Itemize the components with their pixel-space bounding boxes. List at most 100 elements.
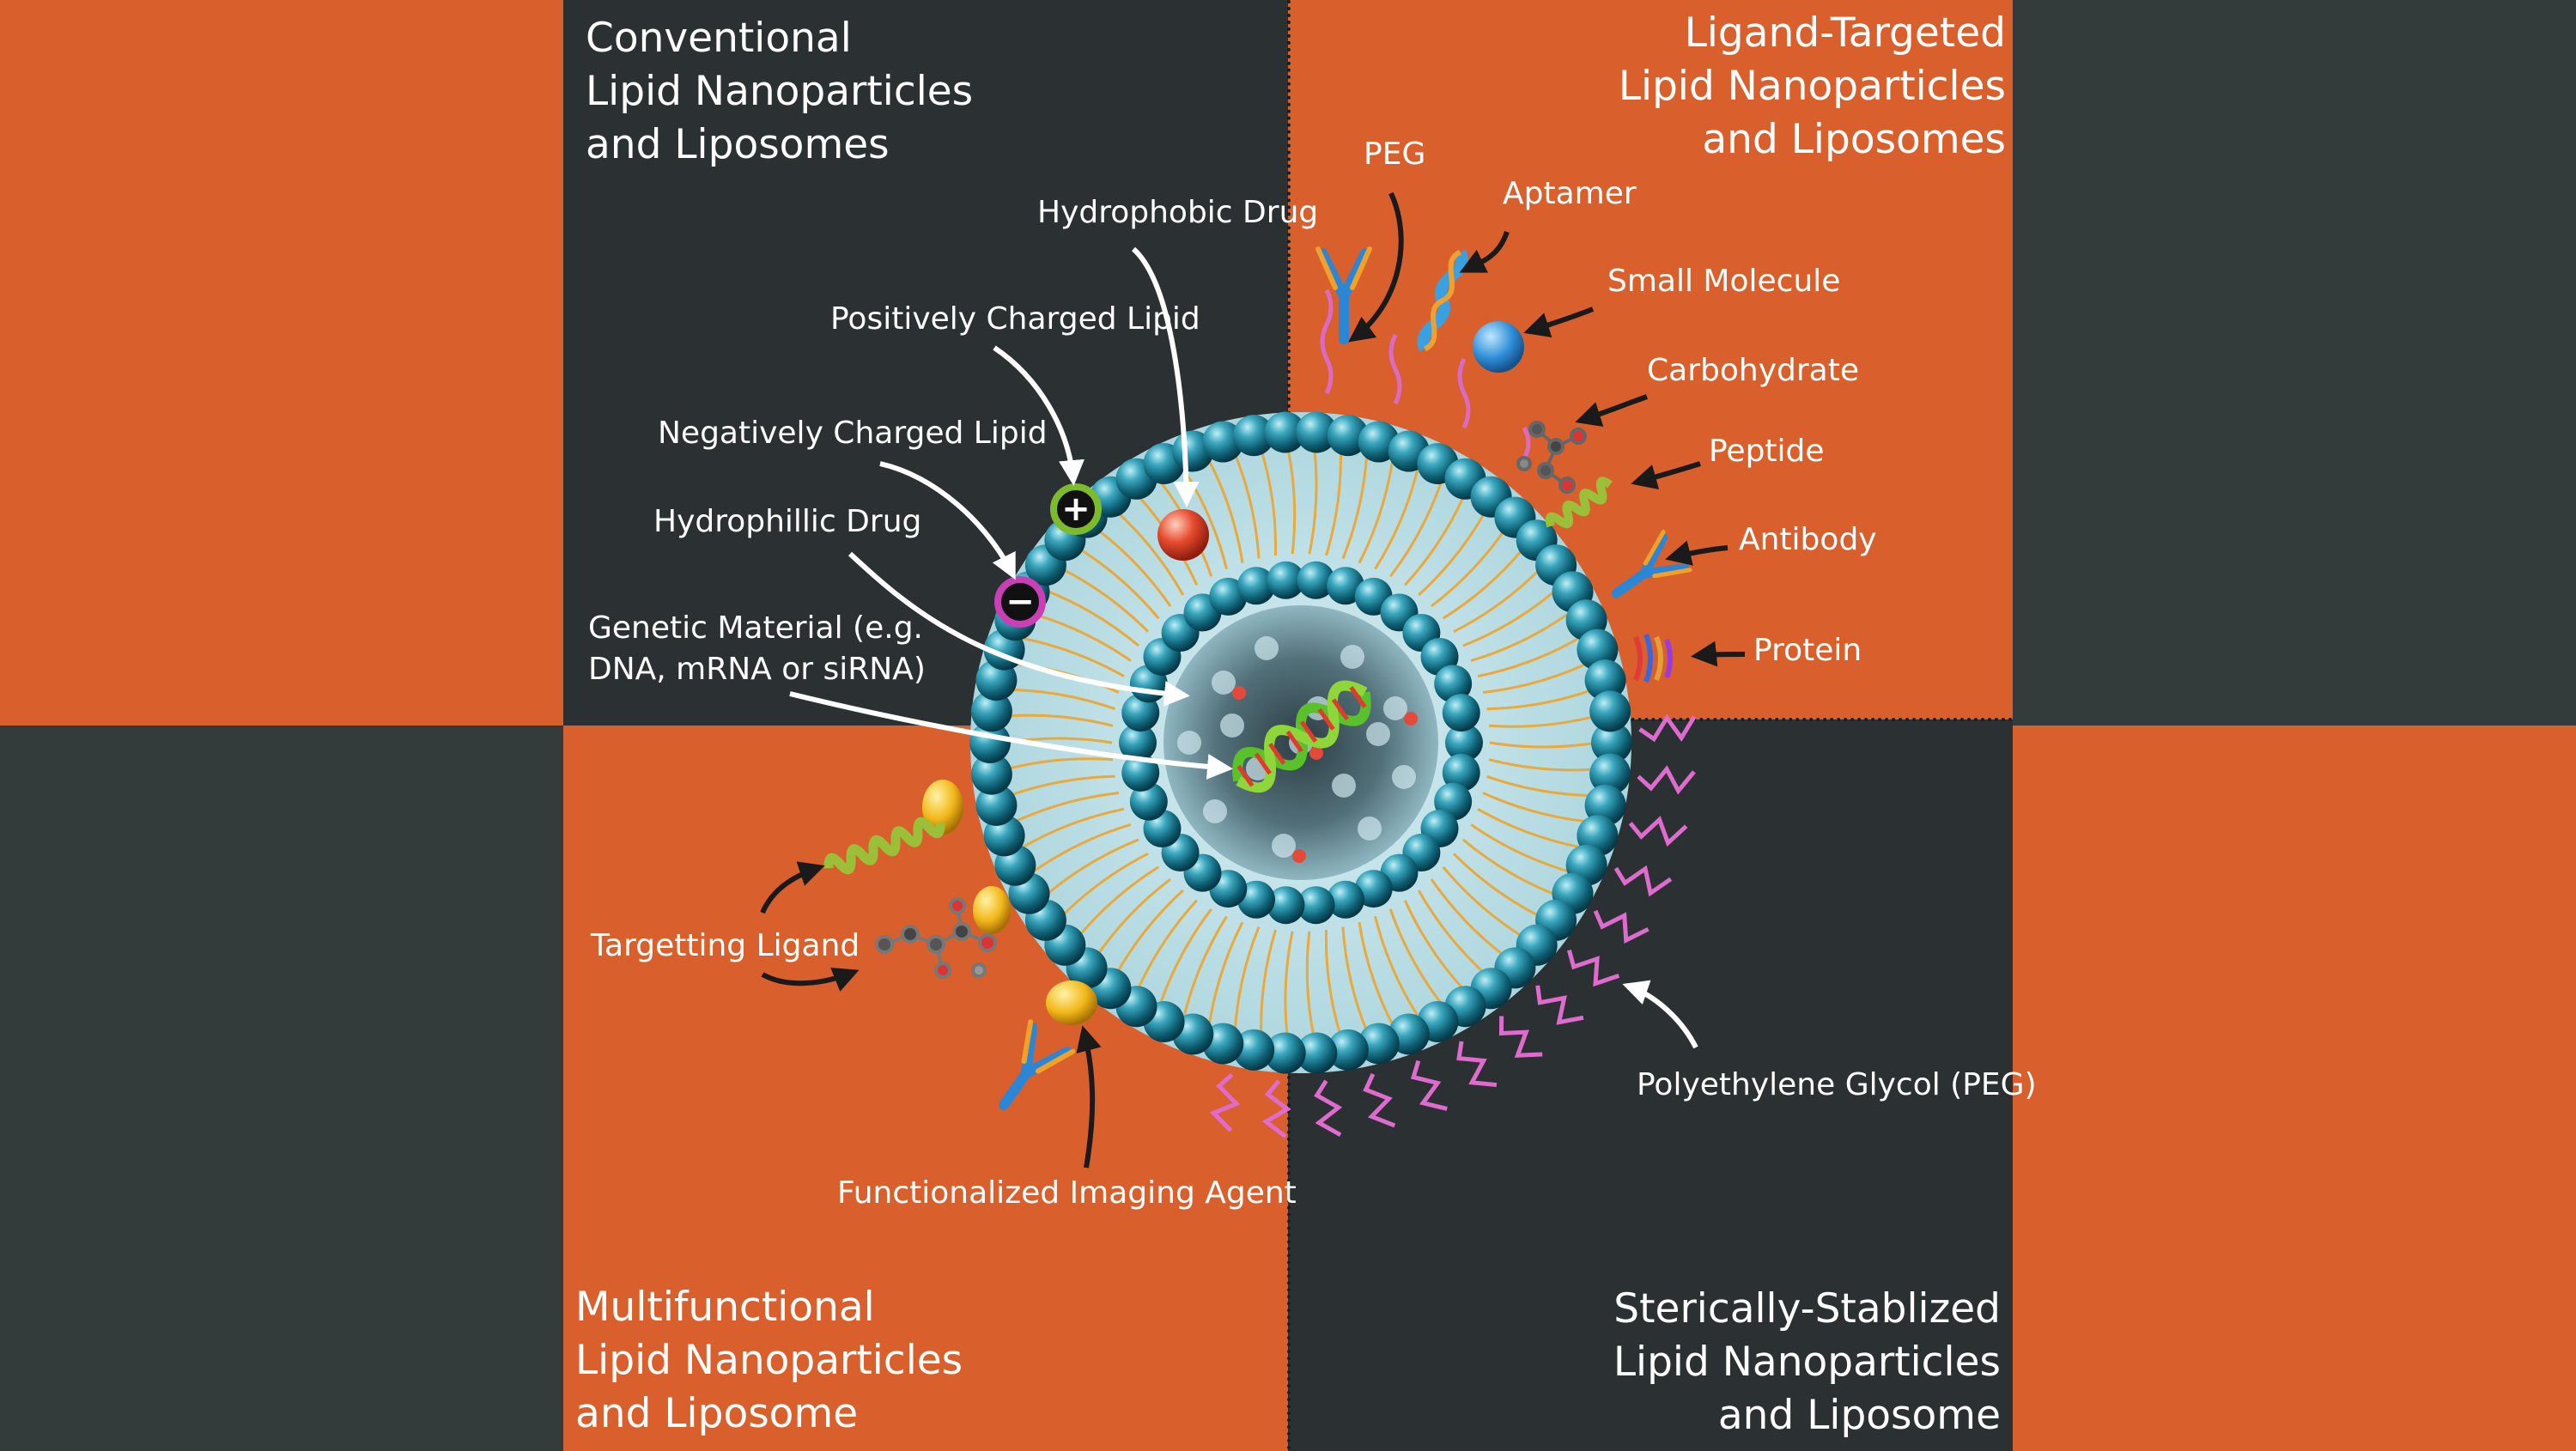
lipid-head — [1121, 694, 1160, 732]
lipid-tail — [1358, 921, 1394, 1025]
peg-chain — [1209, 1072, 1241, 1132]
targeting-ligand-molecule-icon — [875, 897, 997, 979]
lipid-tail — [1341, 453, 1369, 560]
lipid-tail — [1452, 853, 1541, 919]
lipid-tail — [1286, 446, 1297, 555]
hydrophilic-drug-dot — [1232, 686, 1246, 700]
hydrophilic-drug-dot — [1404, 712, 1418, 726]
lipid-tail — [1208, 460, 1244, 564]
lipid-head — [1264, 411, 1306, 453]
positive-charge-icon: + — [1050, 483, 1102, 535]
lipid-tail — [1477, 807, 1579, 848]
negative-charge-icon: − — [994, 576, 1046, 628]
lipid-tail — [1305, 931, 1315, 1039]
quadrant-divider-horizontal — [1288, 718, 2013, 721]
lipid-tail — [1207, 921, 1244, 1025]
peg-chain — [1363, 1072, 1396, 1128]
peg-chain — [1613, 865, 1673, 897]
hydrophilic-drug-dot — [1292, 849, 1306, 863]
lipid-head — [1267, 886, 1305, 925]
lipid-tail — [1430, 878, 1507, 958]
label-negatively-charged-lipid: Negatively Charged Lipid — [658, 416, 1048, 451]
lipid-tail — [1324, 929, 1342, 1037]
label-peptide: Peptide — [1709, 434, 1825, 469]
lipid-tail — [1060, 567, 1150, 633]
peg-chain — [1638, 713, 1697, 743]
lipid-tail — [1023, 807, 1125, 848]
lipid-tail — [1431, 527, 1507, 608]
lipid-tails — [1004, 446, 1598, 1039]
peg-chain — [1535, 985, 1584, 1025]
lipid-tail — [1486, 688, 1593, 711]
peg-tether-lines — [1320, 288, 1531, 460]
lipid-tail — [1374, 915, 1419, 1017]
lipid-tail — [1009, 774, 1115, 798]
dna-helix-icon — [1232, 680, 1371, 793]
lipid-head — [1442, 694, 1480, 732]
lipid-tail — [1260, 929, 1277, 1036]
lipid-tail — [1404, 495, 1466, 586]
svg-text:−: − — [1005, 582, 1035, 622]
background-block-top-right — [2013, 0, 2576, 726]
lipid-tail — [1442, 865, 1525, 939]
label-protein: Protein — [1753, 633, 1862, 668]
lipid-tail — [1358, 460, 1394, 564]
imaging-agent-antibody-icon — [999, 1019, 1076, 1110]
peg-chain — [1498, 1016, 1543, 1058]
lipid-head — [1358, 1023, 1400, 1065]
lipid-tail — [1233, 926, 1261, 1032]
peg-chain — [1593, 909, 1649, 944]
lipid-tail — [1005, 713, 1114, 727]
hydrophilic-drug-dot — [1383, 696, 1407, 720]
lipid-tail — [1477, 637, 1579, 678]
lipid-tail — [1418, 510, 1487, 597]
lipid-tail — [1045, 838, 1139, 896]
lipid-head — [1233, 1029, 1275, 1071]
lipid-tail — [1482, 792, 1587, 823]
antibody-icon — [1611, 529, 1692, 598]
peg-chain — [1410, 1059, 1448, 1111]
lipid-tail — [1095, 877, 1171, 958]
lipid-tail — [1470, 823, 1569, 873]
lipid-tail — [1284, 931, 1294, 1039]
lipid-tail — [1005, 757, 1113, 771]
lipid-tail — [1183, 469, 1228, 570]
lipid-tail — [1077, 546, 1160, 620]
hydrophilic-drug-dot — [1309, 746, 1323, 760]
lipid-tail — [1489, 741, 1598, 749]
label-polyethylene-glycol: Polyethylene Glycol (PEG) — [1637, 1067, 2037, 1102]
title-multifunctional: Multifunctional Lipid Nanoparticles and … — [575, 1284, 963, 1437]
lipid-tail — [1489, 714, 1596, 728]
lipid-tail — [1014, 792, 1120, 823]
lipid-head — [1584, 659, 1626, 701]
hydrophilic-drug-dot — [1392, 765, 1416, 789]
lipid-head — [1129, 782, 1168, 821]
lipid-tail — [1260, 448, 1278, 556]
lipid-tail — [1453, 568, 1542, 634]
lipid-head — [1327, 415, 1369, 457]
background-block-bottom-right — [2013, 726, 2576, 1451]
lipid-head — [1589, 753, 1631, 795]
hydrophobic-drug-icon — [1157, 509, 1209, 561]
lipid-head — [970, 753, 1012, 795]
label-arrows-black — [760, 191, 1746, 1169]
hydrophilic-drug-dot — [1220, 713, 1244, 738]
lipid-tail — [1403, 899, 1466, 991]
lipid-tail — [1023, 637, 1125, 678]
inner-lipid-heads — [1119, 561, 1483, 925]
gold-anchor-icons — [922, 780, 1097, 1025]
lipid-head — [1119, 724, 1157, 762]
lipid-tail — [1470, 613, 1569, 662]
lipid-head — [1296, 1032, 1338, 1074]
lipid-tail — [1389, 481, 1443, 578]
label-genetic-material-line1: Genetic Material (e.g. — [588, 610, 923, 646]
lipid-head — [1264, 1032, 1306, 1074]
lipid-head — [1237, 567, 1276, 605]
label-peg: PEG — [1364, 137, 1426, 172]
lipid-tail — [1485, 774, 1593, 798]
label-targetting-ligand: Targetting Ligand — [591, 928, 860, 963]
label-genetic-material-line2: DNA, mRNA or siRNA) — [588, 652, 926, 687]
lipid-head — [1267, 561, 1305, 599]
lipid-head — [1589, 690, 1631, 732]
